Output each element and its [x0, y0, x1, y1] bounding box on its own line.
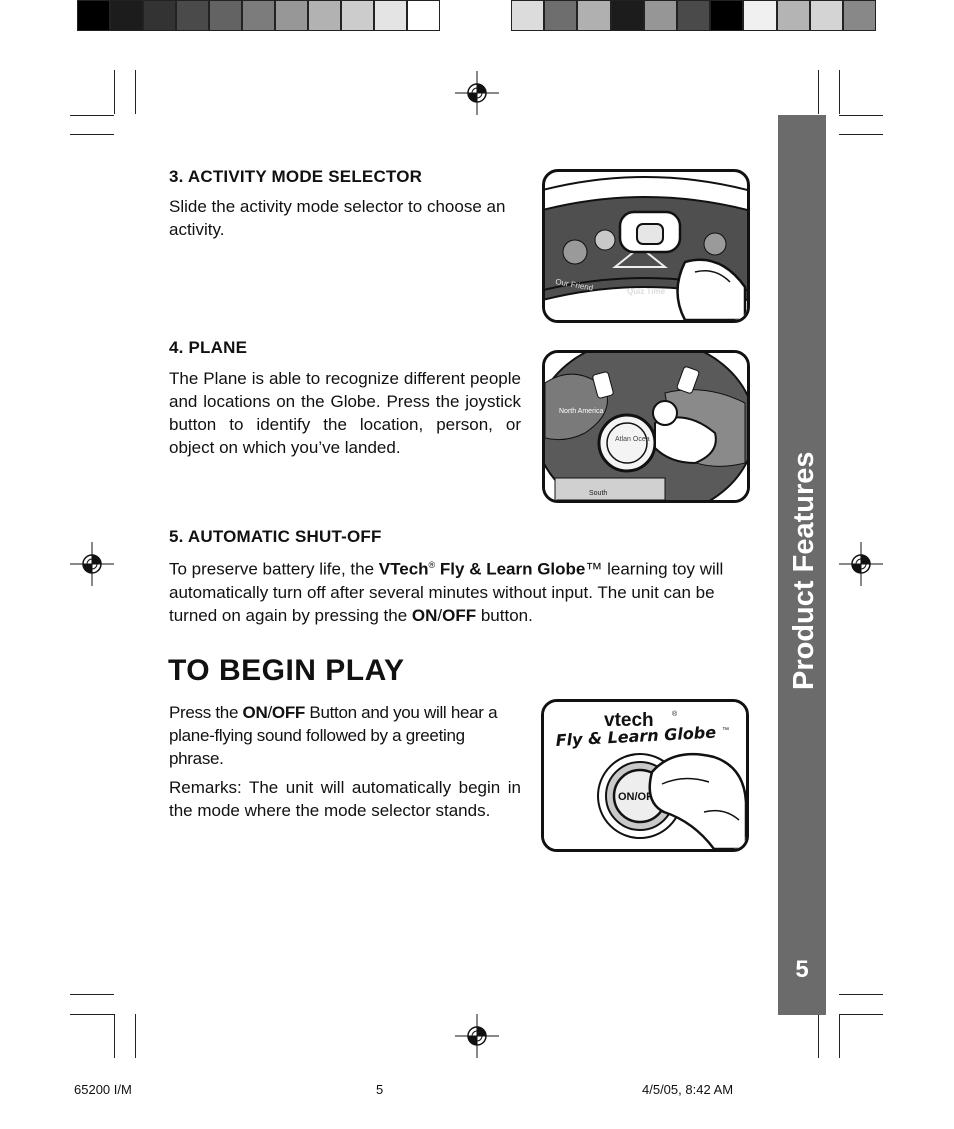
plane-illustration: North America Atlan Ocea South — [542, 350, 750, 503]
crop-mark — [839, 134, 883, 135]
crop-mark — [818, 1014, 819, 1058]
side-tab — [778, 115, 826, 1015]
plane-label-north-america: North America — [559, 408, 603, 415]
on-label: ON — [411, 605, 438, 625]
text-run: button. — [476, 605, 533, 625]
on-label: ON — [242, 703, 268, 722]
calibration-swatch — [577, 0, 611, 31]
crop-mark — [135, 1014, 136, 1058]
section-5-body: To preserve battery life, the VTech® Fly… — [169, 554, 753, 627]
crop-mark — [839, 1014, 840, 1058]
onoff-brand-reg: ® — [672, 710, 678, 718]
onoff-product-tm: ™ — [722, 727, 729, 734]
trademark-mark: ™ — [585, 559, 603, 579]
registration-target-icon — [455, 71, 499, 115]
brand-name: VTech — [378, 559, 429, 579]
calibration-swatch — [341, 0, 374, 31]
footer-timestamp: 4/5/05, 8:42 AM — [642, 1082, 734, 1097]
crop-mark — [135, 70, 136, 114]
off-label: OFF — [442, 605, 477, 625]
crop-mark — [839, 994, 883, 995]
onoff-brand-logo: vtech — [604, 710, 654, 731]
calibration-swatch — [242, 0, 275, 31]
text-run: learning toy will automatically turn off… — [169, 559, 724, 625]
mode-selector-illustration: Our Friend Quiz Time — [542, 169, 750, 323]
section-3-heading: 3. ACTIVITY MODE SELECTOR — [169, 167, 423, 186]
crop-mark — [70, 134, 114, 135]
calibration-swatch — [374, 0, 407, 31]
calibration-swatch — [677, 0, 711, 31]
calibration-swatch — [809, 0, 843, 31]
product-name: Fly & Learn Globe — [435, 559, 586, 579]
calibration-swatch — [275, 0, 308, 31]
plane-label-south: South — [589, 490, 607, 497]
registration-target-icon — [455, 1014, 499, 1058]
calibration-swatch — [176, 0, 209, 31]
calibration-swatch — [308, 0, 341, 31]
crop-mark — [70, 1014, 114, 1015]
on-off-illustration: vtech ® Fly & Learn Globe ™ ON/OFF — [541, 699, 749, 852]
text-run: / — [437, 605, 443, 625]
section-4-heading: 4. PLANE — [169, 338, 248, 357]
calibration-swatch — [511, 0, 545, 31]
selector-label-quiz-time: Quiz Time — [627, 287, 666, 296]
text-run: Button and you will hear a plane-flying … — [169, 703, 498, 768]
calibration-swatch — [776, 0, 810, 31]
crop-mark — [114, 70, 115, 114]
calibration-swatch — [843, 0, 877, 31]
calibration-swatch — [610, 0, 644, 31]
footer-job-code: 65200 I/M — [74, 1082, 132, 1097]
plane-label-atlantic-ocean: Atlan Ocea — [615, 436, 650, 443]
begin-play-title: TO BEGIN PLAY — [168, 654, 405, 687]
calibration-swatch — [407, 0, 440, 31]
calibration-swatch — [143, 0, 176, 31]
text-run: / — [267, 703, 272, 722]
section-4-body: The Plane is able to recognize different… — [169, 369, 521, 457]
calibration-swatch — [110, 0, 143, 31]
calibration-swatch — [710, 0, 744, 31]
side-tab-page-number: 5 — [795, 956, 809, 983]
off-label: OFF — [271, 703, 305, 722]
crop-mark — [114, 1014, 115, 1058]
begin-play-paragraph-1: Press the ON/OFF Button and you will hea… — [169, 701, 521, 770]
crop-mark — [839, 115, 883, 116]
registration-target-icon — [70, 542, 114, 586]
calibration-swatch — [209, 0, 242, 31]
crop-mark — [818, 70, 819, 114]
begin-play-paragraph-2: Remarks: The unit will automatically beg… — [169, 778, 521, 820]
section-5-heading: 5. AUTOMATIC SHUT-OFF — [169, 527, 382, 546]
calibration-swatch — [743, 0, 777, 31]
calibration-swatch — [544, 0, 578, 31]
section-3-body: Slide the activity mode selector to choo… — [169, 197, 506, 239]
calibration-swatch — [643, 0, 677, 31]
registration-target-icon — [839, 542, 883, 586]
crop-mark — [839, 1014, 883, 1015]
crop-mark — [70, 115, 114, 116]
text-run: To preserve battery life, the — [169, 559, 379, 579]
text-run: Press the — [169, 703, 243, 722]
footer-page-number: 5 — [376, 1082, 384, 1097]
registered-mark: ® — [428, 560, 436, 570]
crop-mark — [70, 994, 114, 995]
crop-mark — [839, 70, 840, 114]
calibration-swatch — [77, 0, 110, 31]
